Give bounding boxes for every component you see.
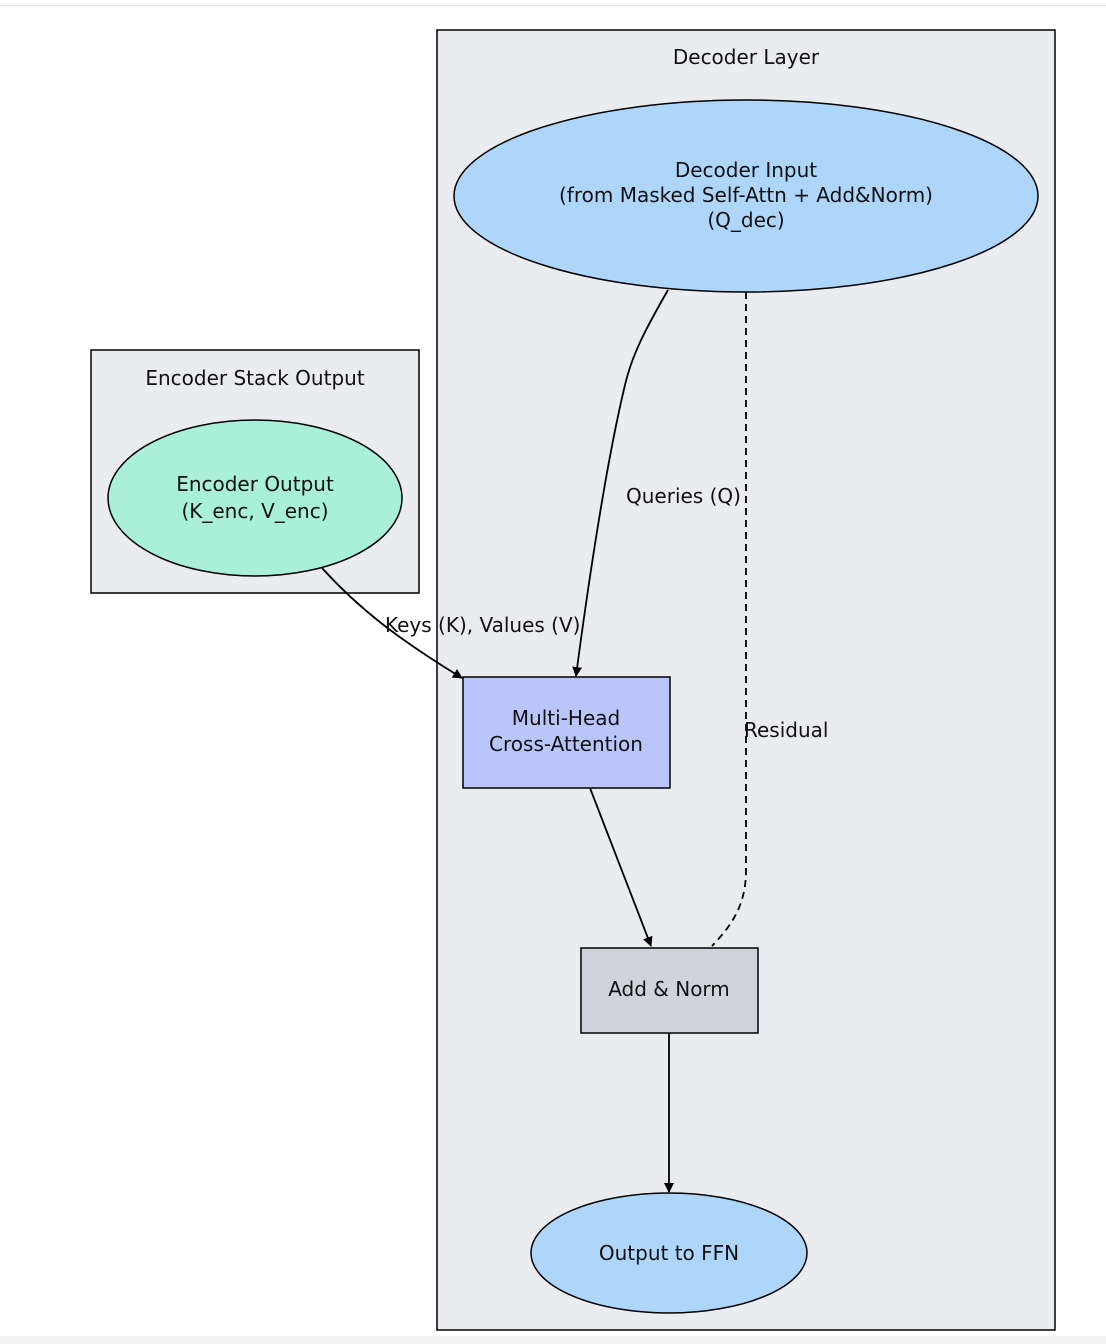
encoder-output-node: Encoder Output (K_enc, V_enc) bbox=[107, 419, 403, 577]
top-divider bbox=[0, 5, 1106, 6]
encoder-stack-label: Encoder Stack Output bbox=[145, 366, 364, 390]
cross-attention-node: Multi-Head Cross-Attention bbox=[462, 676, 671, 789]
encoder-output-ellipse bbox=[107, 419, 403, 577]
queries-edge-label: Queries (Q) bbox=[626, 484, 741, 508]
decoder-input-ellipse bbox=[453, 99, 1039, 293]
bottom-bar bbox=[0, 1336, 1106, 1344]
encoder-output-line-1: Encoder Output bbox=[176, 472, 334, 496]
keys-values-edge bbox=[321, 567, 463, 679]
output-ffn-label: Output to FFN bbox=[599, 1241, 739, 1265]
output-ffn-node: Output to FFN bbox=[530, 1192, 808, 1314]
decoder-input-node: Decoder Input (from Masked Self-Attn + A… bbox=[453, 99, 1039, 293]
cross-attention-box bbox=[462, 676, 671, 789]
queries-edge bbox=[572, 289, 669, 677]
residual-edge-label: Residual bbox=[744, 718, 828, 742]
add-norm-node: Add & Norm bbox=[580, 947, 759, 1034]
decoder-layer-label: Decoder Layer bbox=[673, 45, 820, 69]
cross-attention-line-2: Cross-Attention bbox=[489, 732, 643, 756]
decoder-input-line-2: (from Masked Self-Attn + Add&Norm) bbox=[559, 183, 933, 207]
residual-edge bbox=[711, 292, 747, 947]
cross-attention-line-1: Multi-Head bbox=[512, 706, 620, 730]
edges bbox=[321, 289, 747, 1193]
attention-to-addnorm-edge bbox=[589, 787, 653, 947]
decoder-input-line-1: Decoder Input bbox=[675, 158, 817, 182]
add-norm-label: Add & Norm bbox=[608, 977, 730, 1001]
encoder-output-line-2: (K_enc, V_enc) bbox=[181, 499, 328, 523]
add-norm-box bbox=[580, 947, 759, 1034]
keys-values-edge-label: Keys (K), Values (V) bbox=[385, 613, 580, 637]
decoder-input-line-3: (Q_dec) bbox=[707, 208, 784, 232]
output-ffn-ellipse bbox=[530, 1192, 808, 1314]
